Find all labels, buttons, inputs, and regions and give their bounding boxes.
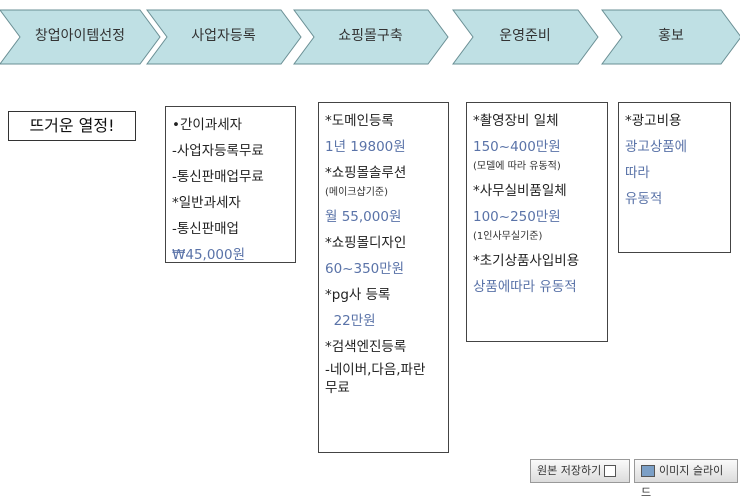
chevron-label: 홍보 [658, 28, 684, 44]
box-line: -사업자등록무료 [172, 143, 264, 159]
box-line: 60~350만원 [325, 261, 405, 277]
passion-label: 뜨거운 열정! [8, 111, 136, 141]
chevron-step-1: 창업아이템선정 [0, 0, 162, 74]
chevron-label: 사업자등록 [191, 28, 256, 44]
box-line: 150~400만원 [473, 139, 561, 155]
box-line: *일반과세자 [172, 195, 241, 211]
box-line: 월 55,000원 [325, 209, 402, 225]
business-registration-box: •간이과세자 -사업자등록무료 -통신판매업무료 *일반과세자 -통신판매업 ₩45,00… [165, 106, 296, 263]
shopping-mall-build-box: *도메인등록 1년 19800원 *쇼핑몰솔루션 (메이크샵기준) 월 55,000원 *… [318, 102, 449, 453]
image-slide-button[interactable]: 이미지 슬라이드 [634, 459, 738, 499]
box-line: 100~250만원 [473, 209, 561, 225]
box-line: -네이버,다음,파란 무료 [325, 362, 426, 396]
box-line: 1년 19800원 [325, 139, 406, 155]
chevron-shape [293, 9, 449, 65]
save-original-label: 원본 저장하기 [537, 464, 602, 477]
chevron-step-5: 홍보 [601, 0, 740, 74]
box-line: *도메인등록 [325, 113, 394, 129]
box-line: (모델에 따라 유동적) [473, 161, 561, 172]
box-line: 22만원 [325, 313, 376, 329]
chevron-label: 창업아이템선정 [34, 28, 126, 44]
box-line: *사무실비품일체 [473, 183, 567, 199]
save-icon [604, 465, 617, 477]
chevron-label: 운영준비 [499, 28, 551, 44]
chevron-shape [146, 9, 302, 65]
chevron-step-4: 운영준비 [452, 0, 600, 74]
chevron-label: 쇼핑몰구축 [338, 28, 403, 44]
chevron-shape [601, 9, 740, 65]
chevron-shape [452, 9, 599, 65]
box-line: *pg사 등록 [325, 287, 391, 303]
box-line: *초기상품사입비용 [473, 253, 580, 269]
box-line: -통신판매업 [172, 221, 239, 237]
box-line: 유동적 [625, 191, 663, 207]
box-line: *검색엔진등록 [325, 339, 407, 355]
save-original-button[interactable]: 원본 저장하기 [530, 459, 630, 483]
chevron-step-2: 사업자등록 [146, 0, 303, 74]
chevron-shape [0, 9, 161, 65]
box-line: *쇼핑몰솔루션 [325, 165, 407, 181]
box-line: 따라 [625, 165, 650, 181]
box-line: -통신판매업무료 [172, 169, 264, 185]
slide-icon [641, 465, 655, 477]
box-line: 광고상품에 [625, 139, 688, 155]
operation-prep-box: *촬영장비 일체 150~400만원 (모델에 따라 유동적) *사무실비품일체 100… [466, 102, 608, 342]
box-line: (메이크샵기준) [325, 187, 389, 198]
box-line: ₩45,000원 [172, 247, 246, 263]
box-line: *촬영장비 일체 [473, 113, 559, 129]
box-line: •간이과세자 [172, 117, 243, 133]
box-line: *쇼핑몰디자인 [325, 235, 407, 251]
box-line: 상품에따라 유동적 [473, 279, 577, 295]
chevron-step-3: 쇼핑몰구축 [293, 0, 450, 74]
box-line: *광고비용 [625, 113, 682, 129]
box-line: (1인사무실기준) [473, 231, 543, 242]
